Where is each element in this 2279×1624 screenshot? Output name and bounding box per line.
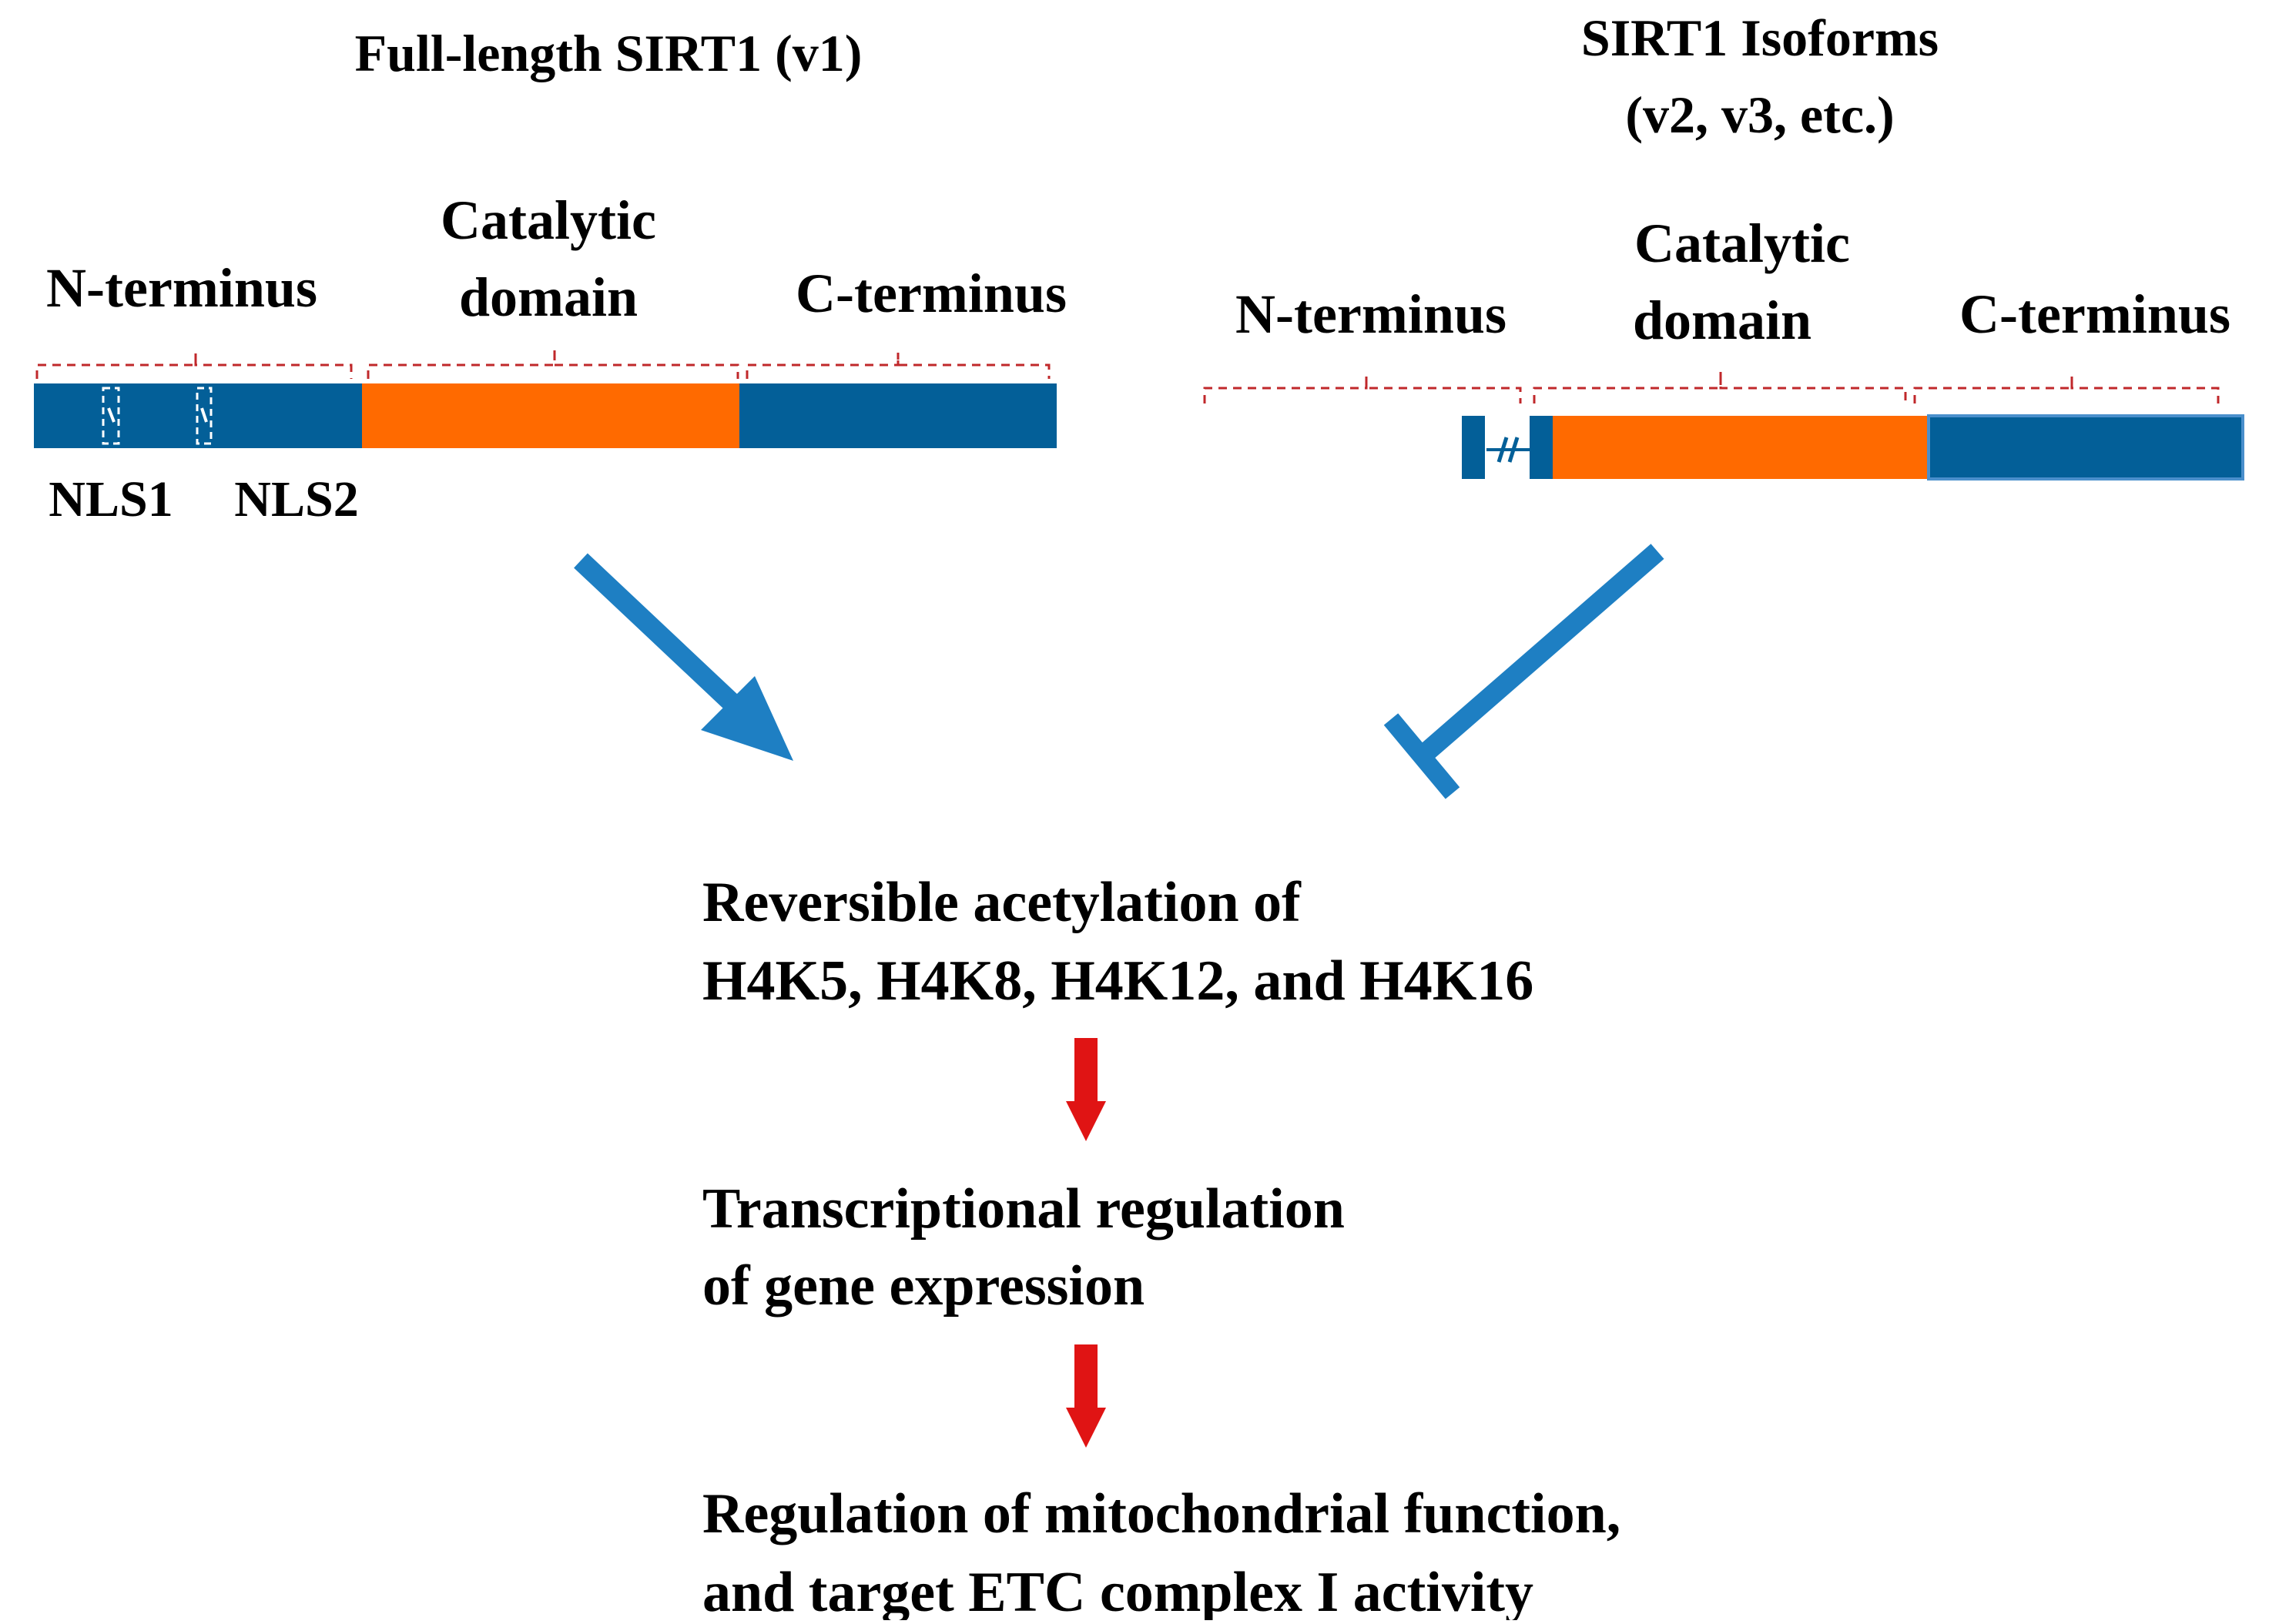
nls1-label: NLS1	[49, 471, 173, 527]
full-length-panel: Full-length SIRT1 (v1) N-terminus Cataly…	[34, 24, 1067, 527]
isoforms-n-terminus-bracket	[1203, 376, 1522, 403]
full-length-n-terminus-bracket	[35, 353, 353, 379]
transcription-step-line2: of gene expression	[702, 1254, 1145, 1318]
isoforms-n-terminus-stub	[1462, 416, 1485, 479]
flow-arrow-2	[1066, 1344, 1106, 1448]
acetylation-step-line1: Reversible acetylation of	[702, 871, 1302, 934]
flow-arrow-1	[1066, 1038, 1106, 1141]
mitochondrial-step-line1: Regulation of mitochondrial function,	[702, 1482, 1620, 1545]
isoforms-n-terminus-label: N-terminus	[1235, 283, 1506, 345]
mitochondrial-step-line2: and target ETC complex I activity	[702, 1561, 1533, 1620]
nls2-label: NLS2	[234, 471, 358, 527]
acetylation-step-line2: H4K5, H4K8, H4K12, and H4K16	[702, 949, 1533, 1013]
nls1-mark	[102, 387, 120, 445]
full-length-catalytic-label: Catalytic	[441, 189, 656, 251]
full-length-c-terminus-bracket	[746, 353, 1051, 379]
flow-chain: Reversible acetylation of H4K5, H4K8, H4…	[702, 871, 1620, 1624]
break-mark	[1486, 437, 1531, 463]
isoforms-catalytic-segment	[1553, 416, 1929, 479]
isoforms-c-terminus-segment	[1927, 414, 2244, 481]
full-length-c-terminus-segment	[739, 383, 1057, 448]
full-length-domain-label: domain	[459, 266, 638, 328]
activation-arrow	[574, 553, 793, 761]
isoforms-catalytic-label: Catalytic	[1634, 213, 1850, 274]
full-length-catalytic-bracket	[367, 348, 739, 379]
isoforms-catalytic-bracket	[1533, 371, 1907, 403]
full-length-title: Full-length SIRT1 (v1)	[355, 24, 863, 82]
isoforms-c-terminus-bracket	[1913, 376, 2220, 403]
isoforms-title-line1: SIRT1 Isoforms	[1581, 8, 1939, 67]
full-length-c-terminus-label: C-terminus	[796, 263, 1067, 324]
isoforms-domain-label: domain	[1633, 290, 1811, 351]
full-length-catalytic-segment	[362, 383, 739, 448]
inhibition-connector	[1383, 544, 1664, 799]
full-length-n-terminus-label: N-terminus	[46, 257, 317, 319]
isoforms-c-terminus-label: C-terminus	[1959, 283, 2230, 345]
isoforms-panel: SIRT1 Isoforms (v2, v3, etc.) N-terminus…	[1203, 8, 2244, 481]
transcription-step-line1: Transcriptional regulation	[702, 1177, 1345, 1241]
isoforms-n-terminus-segment	[1530, 416, 1553, 479]
nls2-mark	[196, 387, 213, 445]
isoforms-title-line2: (v2, v3, etc.)	[1625, 85, 1894, 144]
